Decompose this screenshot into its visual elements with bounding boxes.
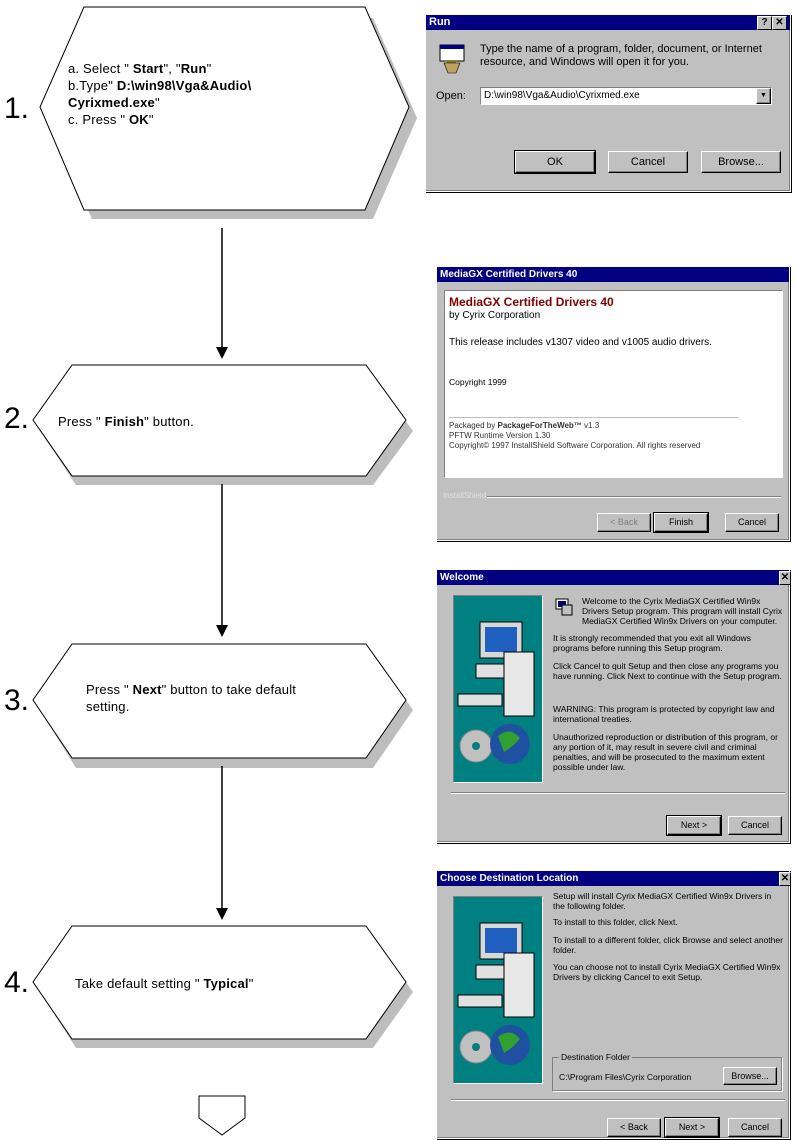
help-button[interactable]: ? <box>757 16 772 30</box>
destination-folder-label: Destination Folder <box>559 1052 632 1062</box>
open-value: D:\win98\Vga&Audio\Cyrixmed.exe <box>484 90 640 101</box>
welcome-titlebar: Welcome ✕ <box>437 570 791 585</box>
setup-illustration <box>453 896 543 1084</box>
open-combobox[interactable]: D:\win98\Vga&Audio\Cyrixmed.exe ▼ <box>480 87 772 105</box>
mediagx-by: by Cyrix Corporation <box>449 310 541 321</box>
mediagx-divider <box>449 417 739 418</box>
cancel-button[interactable]: Cancel <box>728 1118 782 1137</box>
welcome-title: Welcome <box>440 572 484 583</box>
cancel-button[interactable]: Cancel <box>728 816 782 835</box>
step2-text: Press " Finish" button. <box>58 414 194 429</box>
close-button[interactable]: ✕ <box>779 872 791 886</box>
step4-shape <box>32 925 407 1040</box>
computer-illustration-icon <box>457 922 535 1065</box>
mediagx-release: This release includes v1307 video and v1… <box>449 337 712 348</box>
browse-button[interactable]: Browse... <box>701 151 781 173</box>
setup-illustration <box>453 595 543 783</box>
computer-illustration-icon <box>457 621 535 764</box>
arrow1-head <box>216 347 228 359</box>
offpage-connector <box>198 1095 246 1136</box>
destination-folder-group: Destination Folder C:\Program Files\Cyri… <box>552 1052 782 1091</box>
step1-text: a. Select " Start", "Run" b.Type" D:\win… <box>68 60 251 128</box>
next-button[interactable]: Next > <box>666 815 722 836</box>
computer-icon <box>554 597 574 617</box>
step4-number: 4. <box>4 966 30 999</box>
cancel-button[interactable]: Cancel <box>608 151 688 173</box>
run-icon <box>436 43 466 75</box>
welcome-paragraph-5: Unauthorized reproduction or distributio… <box>553 732 778 772</box>
arrow2-head <box>216 625 228 637</box>
destination-titlebar: Choose Destination Location ✕ <box>437 871 791 886</box>
destination-paragraph-2: To install to this folder, click Next. <box>553 917 678 927</box>
arrow3-head <box>216 908 228 920</box>
mediagx-content: MediaGX Certified Drivers 40 by Cyrix Co… <box>444 290 783 478</box>
welcome-paragraph-1: Welcome to the Cyrix MediaGX Certified W… <box>582 596 783 626</box>
finish-button[interactable]: Finish <box>653 512 709 533</box>
back-button[interactable]: < Back <box>607 1118 661 1137</box>
mediagx-title: MediaGX Certified Drivers 40 <box>440 269 578 280</box>
destination-paragraph-1: Setup will install Cyrix MediaGX Certifi… <box>553 891 772 911</box>
browse-button[interactable]: Browse... <box>723 1067 777 1085</box>
run-title: Run <box>429 16 451 28</box>
step4-text: Take default setting " Typical" <box>75 976 254 991</box>
destination-path: C:\Program Files\Cyrix Corporation <box>559 1072 692 1082</box>
welcome-paragraph-2: It is strongly recommended that you exit… <box>553 633 751 653</box>
destination-paragraph-3: To install to a different folder, click … <box>553 935 783 955</box>
cancel-button[interactable]: Cancel <box>725 513 779 532</box>
destination-title: Choose Destination Location <box>440 873 579 884</box>
step3-text: Press " Next" button to take default set… <box>86 682 297 714</box>
welcome-dialog: Welcome ✕ Welcome to the Cyrix MediaGX C… <box>436 569 791 843</box>
ok-button[interactable]: OK <box>514 150 596 174</box>
close-button[interactable]: ✕ <box>779 571 791 585</box>
welcome-warning: WARNING: This program is protected by co… <box>553 704 775 724</box>
next-button[interactable]: Next > <box>664 1117 720 1138</box>
dropdown-arrow-icon[interactable]: ▼ <box>756 88 771 104</box>
run-titlebar: Run ? ✕ <box>426 15 790 30</box>
step2-shape <box>32 364 407 477</box>
welcome-paragraph-3: Click Cancel to quit Setup and then clos… <box>553 661 782 681</box>
step3-number: 3. <box>4 684 30 717</box>
step1-shape <box>39 6 410 211</box>
mediagx-package-info: Packaged by PackageForTheWeb™ v1.3 PFTW … <box>449 421 701 450</box>
destination-paragraph-4: You can choose not to install Cyrix Medi… <box>553 962 781 982</box>
step1-line1: a. Select " Start", "Run" <box>68 61 212 76</box>
destination-dialog: Choose Destination Location ✕ Setup will… <box>436 870 791 1139</box>
mediagx-bottom-divider <box>487 496 781 498</box>
run-message: Type the name of a program, folder, docu… <box>480 43 762 68</box>
destination-divider <box>451 1099 785 1101</box>
step1-number: 1. <box>4 92 30 125</box>
step3-shape <box>32 643 407 759</box>
run-dialog: Run ? ✕ Type the name of a program, fold… <box>425 14 791 192</box>
step1-line2: b.Type" D:\win98\Vga&Audio\ <box>68 78 252 93</box>
close-button[interactable]: ✕ <box>772 16 787 30</box>
step1-line3: Cyrixmed.exe" <box>68 95 160 110</box>
mediagx-heading: MediaGX Certified Drivers 40 <box>449 295 614 309</box>
step1-line4: c. Press " OK" <box>68 112 154 127</box>
welcome-divider <box>451 792 785 794</box>
mediagx-copyright: Copyright 1999 <box>449 377 507 387</box>
installshield-label: InstallShield <box>443 491 487 500</box>
step2-number: 2. <box>4 402 30 435</box>
open-label: Open: <box>436 90 466 102</box>
mediagx-dialog: MediaGX Certified Drivers 40 MediaGX Cer… <box>436 266 790 541</box>
back-button[interactable]: < Back <box>597 513 651 532</box>
mediagx-titlebar: MediaGX Certified Drivers 40 <box>437 267 789 282</box>
